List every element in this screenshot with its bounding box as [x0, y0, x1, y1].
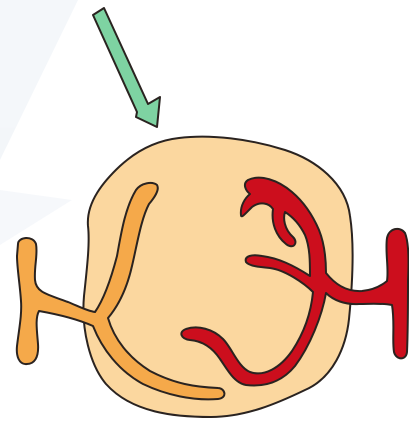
pointer-arrow-icon — [93, 8, 160, 127]
watermark-triangle-top-left — [0, 0, 78, 160]
watermark-triangle-left — [0, 190, 72, 245]
background-watermark — [0, 0, 78, 245]
